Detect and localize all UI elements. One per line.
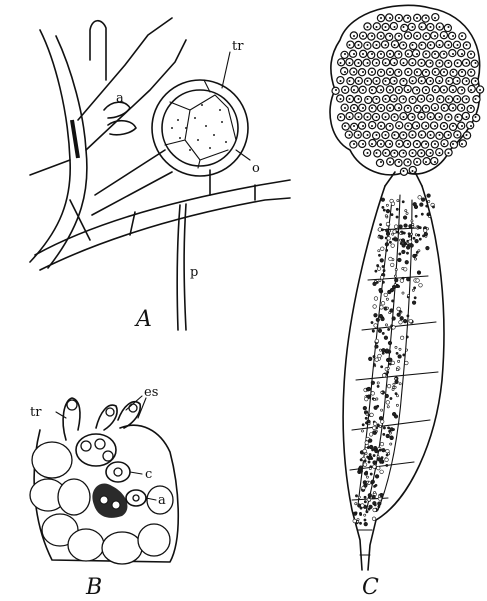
- annotation-a-o: o: [252, 161, 260, 176]
- panel-a-drawing: [30, 18, 290, 330]
- annotation-b-c: c: [145, 467, 152, 482]
- annotation-a-p: p: [190, 265, 198, 280]
- oogonium-contents: [171, 104, 227, 151]
- annotation-b-a: a: [158, 493, 166, 508]
- panel-b-drawing: [30, 396, 178, 564]
- panel-b-label: B: [85, 575, 102, 600]
- annotation-a-a: a: [116, 91, 124, 106]
- panel-c-drawing: [330, 5, 484, 570]
- annotation-b-es: es: [144, 385, 158, 400]
- panel-a-label: A: [134, 307, 152, 332]
- panel-c-label: C: [362, 575, 379, 600]
- spore-cluster: [332, 14, 484, 176]
- annotation-b-tr: tr: [30, 405, 42, 420]
- annotation-a-tr: tr: [232, 39, 244, 54]
- filament-cell-contents: [353, 194, 435, 526]
